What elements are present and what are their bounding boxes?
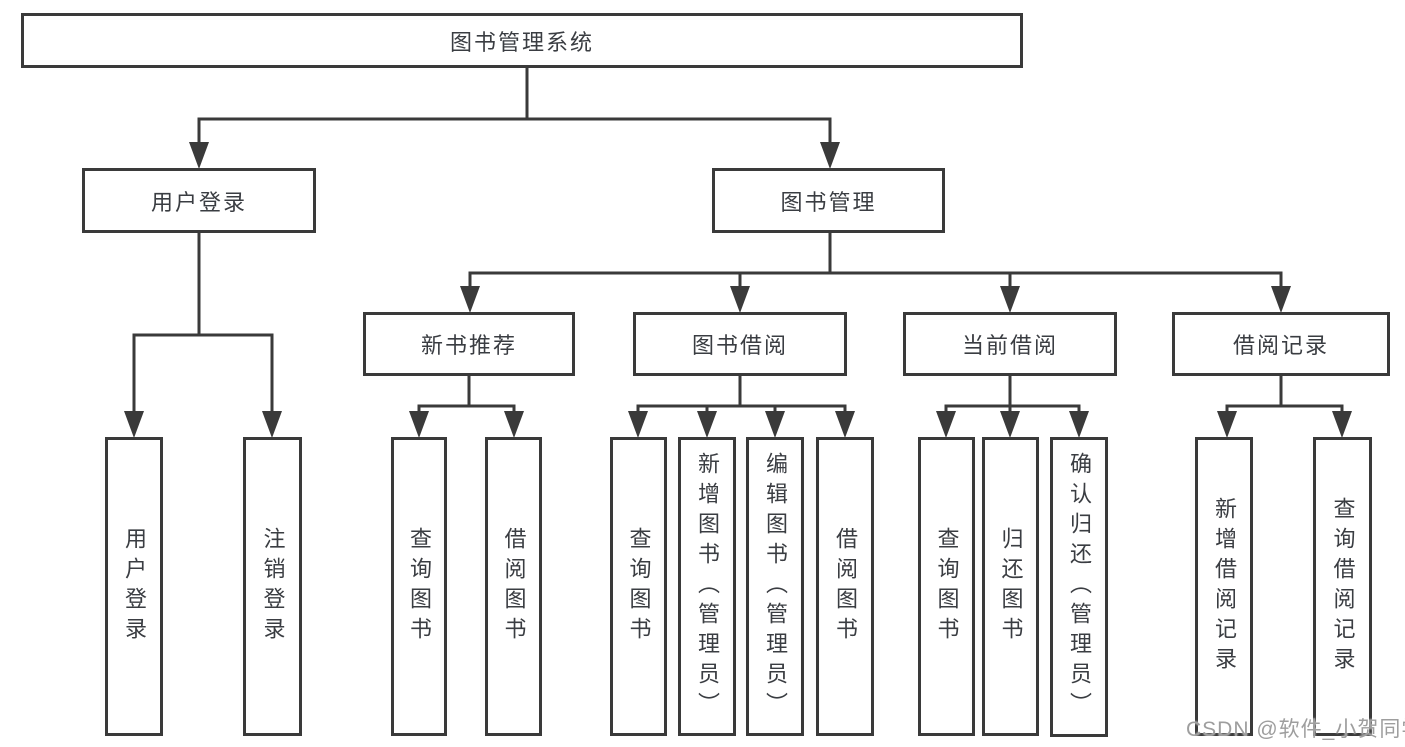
node-root: 图书管理系统	[21, 13, 1023, 68]
leaf-query-borrow-record: 查询借阅记录	[1313, 437, 1372, 736]
connector-root-to-level2	[197, 66, 832, 145]
connector-newbook-to-leaves	[417, 374, 516, 414]
node-book-management-label: 图书管理	[780, 189, 877, 215]
leaf-label: 编辑图书（管理员）	[763, 451, 788, 722]
node-current-borrow-label: 当前借阅	[961, 333, 1058, 358]
node-root-label: 图书管理系统	[449, 29, 594, 55]
leaf-label: 注销登录	[260, 526, 286, 647]
leaf-add-borrow-record: 新增借阅记录	[1195, 437, 1253, 736]
leaf-confirm-return-admin: 确认归还（管理员）	[1050, 437, 1108, 737]
leaf-add-books-admin: 新增图书（管理员）	[678, 437, 736, 736]
connector-userlogin-to-leaves	[132, 231, 274, 414]
connector-current-to-leaves	[944, 374, 1081, 414]
leaf-query-books-borrow: 查询图书	[610, 437, 667, 736]
leaf-label: 查询图书	[934, 526, 960, 647]
connector-borrow-to-leaves	[636, 374, 847, 414]
leaf-label: 用户登录	[122, 526, 147, 647]
watermark: CSDN @软件_小贺同学	[1186, 718, 1405, 741]
leaf-borrow-books-recommend: 借阅图书	[485, 437, 542, 736]
node-new-book-recommend-label: 新书推荐	[420, 333, 517, 358]
leaf-borrow-books: 借阅图书	[816, 437, 874, 736]
connector-records-to-leaves	[1225, 374, 1344, 414]
leaf-label: 查询借阅记录	[1330, 496, 1356, 677]
leaf-label: 查询图书	[407, 526, 432, 647]
leaf-edit-books-admin: 编辑图书（管理员）	[746, 437, 804, 736]
leaf-label: 新增借阅记录	[1212, 496, 1237, 677]
leaf-logout: 注销登录	[243, 437, 302, 736]
leaf-return-books: 归还图书	[982, 437, 1039, 736]
leaf-label: 归还图书	[998, 526, 1024, 647]
leaf-user-login: 用户登录	[105, 437, 163, 736]
leaf-label: 借阅图书	[833, 526, 858, 647]
connector-bookmgmt-to-level3	[468, 231, 1283, 289]
node-user-login: 用户登录	[82, 168, 316, 233]
leaf-query-books-recommend: 查询图书	[391, 437, 447, 736]
leaf-query-books-current: 查询图书	[918, 437, 975, 736]
node-book-borrow-label: 图书借阅	[691, 333, 788, 358]
node-book-borrow: 图书借阅	[633, 312, 847, 376]
node-book-management: 图书管理	[712, 168, 945, 233]
leaf-label: 确认归还（管理员）	[1067, 452, 1092, 722]
node-borrow-records-label: 借阅记录	[1232, 333, 1329, 358]
leaf-label: 借阅图书	[501, 526, 527, 647]
node-current-borrow: 当前借阅	[903, 312, 1117, 376]
leaf-label: 新增图书（管理员）	[695, 451, 720, 722]
leaf-label: 查询图书	[626, 526, 652, 647]
node-user-login-label: 用户登录	[150, 189, 247, 215]
node-borrow-records: 借阅记录	[1172, 312, 1390, 376]
node-new-book-recommend: 新书推荐	[363, 312, 575, 376]
